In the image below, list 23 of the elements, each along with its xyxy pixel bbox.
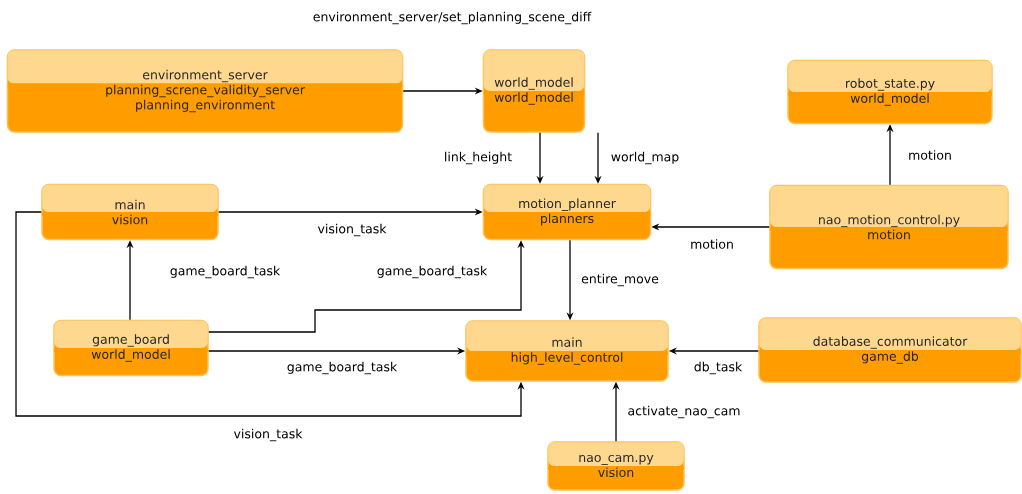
edge-label: activate_nao_cam xyxy=(626,404,742,420)
edge-label: game_board_task xyxy=(168,264,282,280)
process-box: world_model world_model xyxy=(482,49,586,133)
topic-label: environment_server/set_planning_scene_diff xyxy=(313,11,592,25)
edge-label: world_map xyxy=(609,150,681,166)
process-box: environment_server planning_screne_validity_server planning_environment xyxy=(6,49,404,133)
process-box: main high_level_control xyxy=(465,320,669,382)
edge-label: link_height xyxy=(442,150,514,166)
edge-label: game_board_task xyxy=(285,360,399,376)
edge-label: entire_move xyxy=(580,272,660,288)
process-box: robot_state.py world_model xyxy=(787,59,993,125)
edge-label: game_board_task xyxy=(375,264,489,280)
edge-label: vision_task xyxy=(232,427,304,443)
process-box: motion_planner planners xyxy=(482,183,652,241)
edge-label: db_task xyxy=(692,360,744,376)
process-box: game_board world_model xyxy=(53,319,209,377)
process-box: nao_motion_control.py motion xyxy=(769,184,1009,270)
process-box: database_communicator game_db xyxy=(758,317,1022,383)
edge-label: motion xyxy=(907,149,953,161)
process-box: main vision xyxy=(41,183,219,241)
edge-label: motion xyxy=(689,238,735,250)
edge-label: vision_task xyxy=(316,222,388,238)
process-box: nao_cam.py vision xyxy=(547,441,685,491)
